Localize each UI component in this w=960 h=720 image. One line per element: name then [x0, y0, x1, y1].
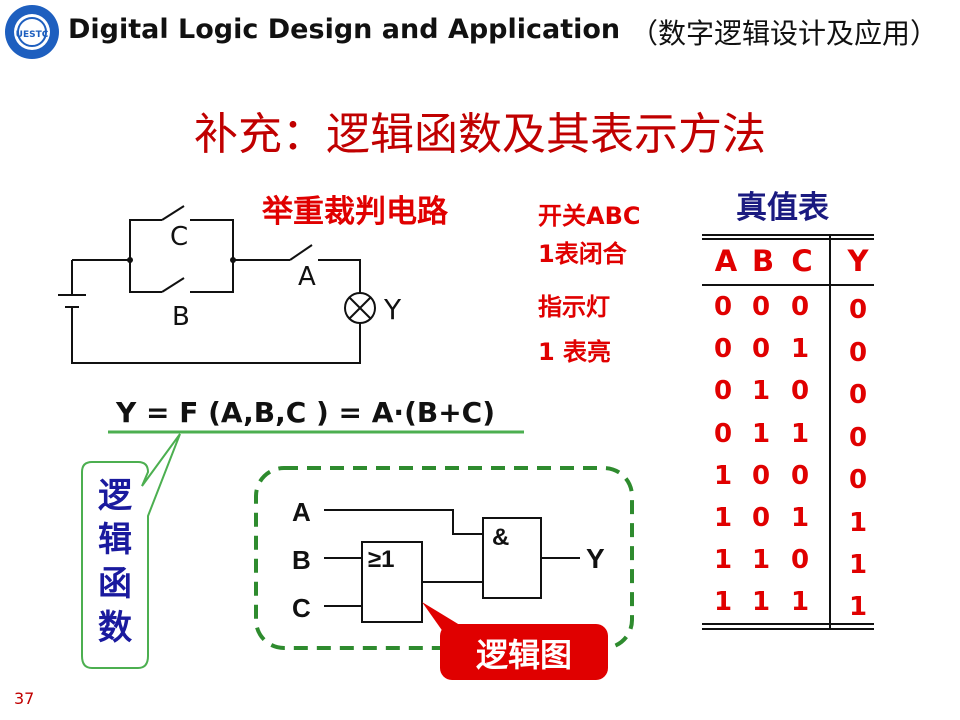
header-y: Y	[847, 244, 869, 278]
referee-circuit-diagram	[58, 205, 376, 364]
cell: 0	[790, 461, 810, 491]
note-lit: 1 表亮	[538, 338, 612, 366]
cell: 1	[713, 503, 733, 533]
cell: 0	[713, 419, 733, 449]
cell: 1	[713, 545, 733, 575]
cell: 1	[848, 550, 868, 580]
cell: 0	[848, 423, 868, 453]
cell: 0	[848, 338, 868, 368]
svg-text:UESTC: UESTC	[16, 30, 49, 40]
slide-title: 补充：逻辑函数及其表示方法	[194, 109, 766, 160]
cell: 0	[848, 295, 868, 325]
cell: 1	[751, 587, 771, 617]
output-y-label: Y	[586, 543, 605, 574]
cell: 1	[751, 419, 771, 449]
cell: 0	[790, 292, 810, 322]
cell: 0	[751, 503, 771, 533]
truth-table-lines	[702, 234, 874, 630]
cell: 1	[790, 503, 810, 533]
cell: 0	[713, 292, 733, 322]
cell: 0	[751, 461, 771, 491]
function-callout	[81, 430, 524, 669]
cell: 1	[713, 461, 733, 491]
callout-char-2: 辑	[98, 520, 132, 560]
logic-diagram-label-box	[440, 624, 608, 680]
switch-b-label: B	[172, 302, 190, 332]
lamp-label: Y	[384, 293, 402, 326]
cell: 0	[751, 334, 771, 364]
cell: 0	[790, 376, 810, 406]
cell: 0	[713, 376, 733, 406]
cell: 0	[751, 292, 771, 322]
header-c: C	[791, 244, 813, 278]
cell: 0	[713, 334, 733, 364]
and-gate-symbol: &	[492, 524, 510, 551]
cell: 1	[848, 508, 868, 538]
cell: 1	[713, 587, 733, 617]
truth-table-title: 真值表	[736, 190, 829, 226]
page-number: 37	[14, 689, 35, 708]
cell: 1	[751, 376, 771, 406]
switch-c-label: C	[170, 222, 189, 252]
cell: 0	[848, 465, 868, 495]
note-lamp: 指示灯	[538, 293, 610, 321]
circuit-title: 举重裁判电路	[262, 194, 448, 230]
course-title: Digital Logic Design and Application	[68, 14, 621, 45]
cell: 0	[848, 380, 868, 410]
logic-function-formula: Y = F (A,B,C ) = A·(B+C)	[116, 396, 496, 429]
or-gate-symbol: ≥1	[368, 546, 395, 573]
note-closed: 1表闭合	[538, 240, 627, 268]
cell: 0	[790, 545, 810, 575]
callout-char-1: 逻	[98, 476, 132, 516]
cell: 1	[848, 592, 868, 622]
university-logo: UESTC	[5, 5, 59, 59]
logic-diagram-label: 逻辑图	[475, 636, 572, 674]
header-b: B	[751, 244, 775, 278]
switch-a-label: A	[298, 262, 316, 292]
cell: 1	[751, 545, 771, 575]
cell: 1	[790, 419, 810, 449]
cell: 1	[790, 334, 810, 364]
note-switch: 开关ABC	[538, 202, 641, 230]
input-b-label: B	[292, 545, 311, 575]
cell: 1	[790, 587, 810, 617]
input-c-label: C	[292, 593, 311, 623]
input-a-label: A	[292, 497, 311, 527]
course-subtitle: （数字逻辑设计及应用）	[630, 17, 939, 50]
header-a: A	[714, 244, 738, 278]
callout-char-3: 函	[98, 564, 132, 604]
callout-char-4: 数	[98, 608, 132, 648]
